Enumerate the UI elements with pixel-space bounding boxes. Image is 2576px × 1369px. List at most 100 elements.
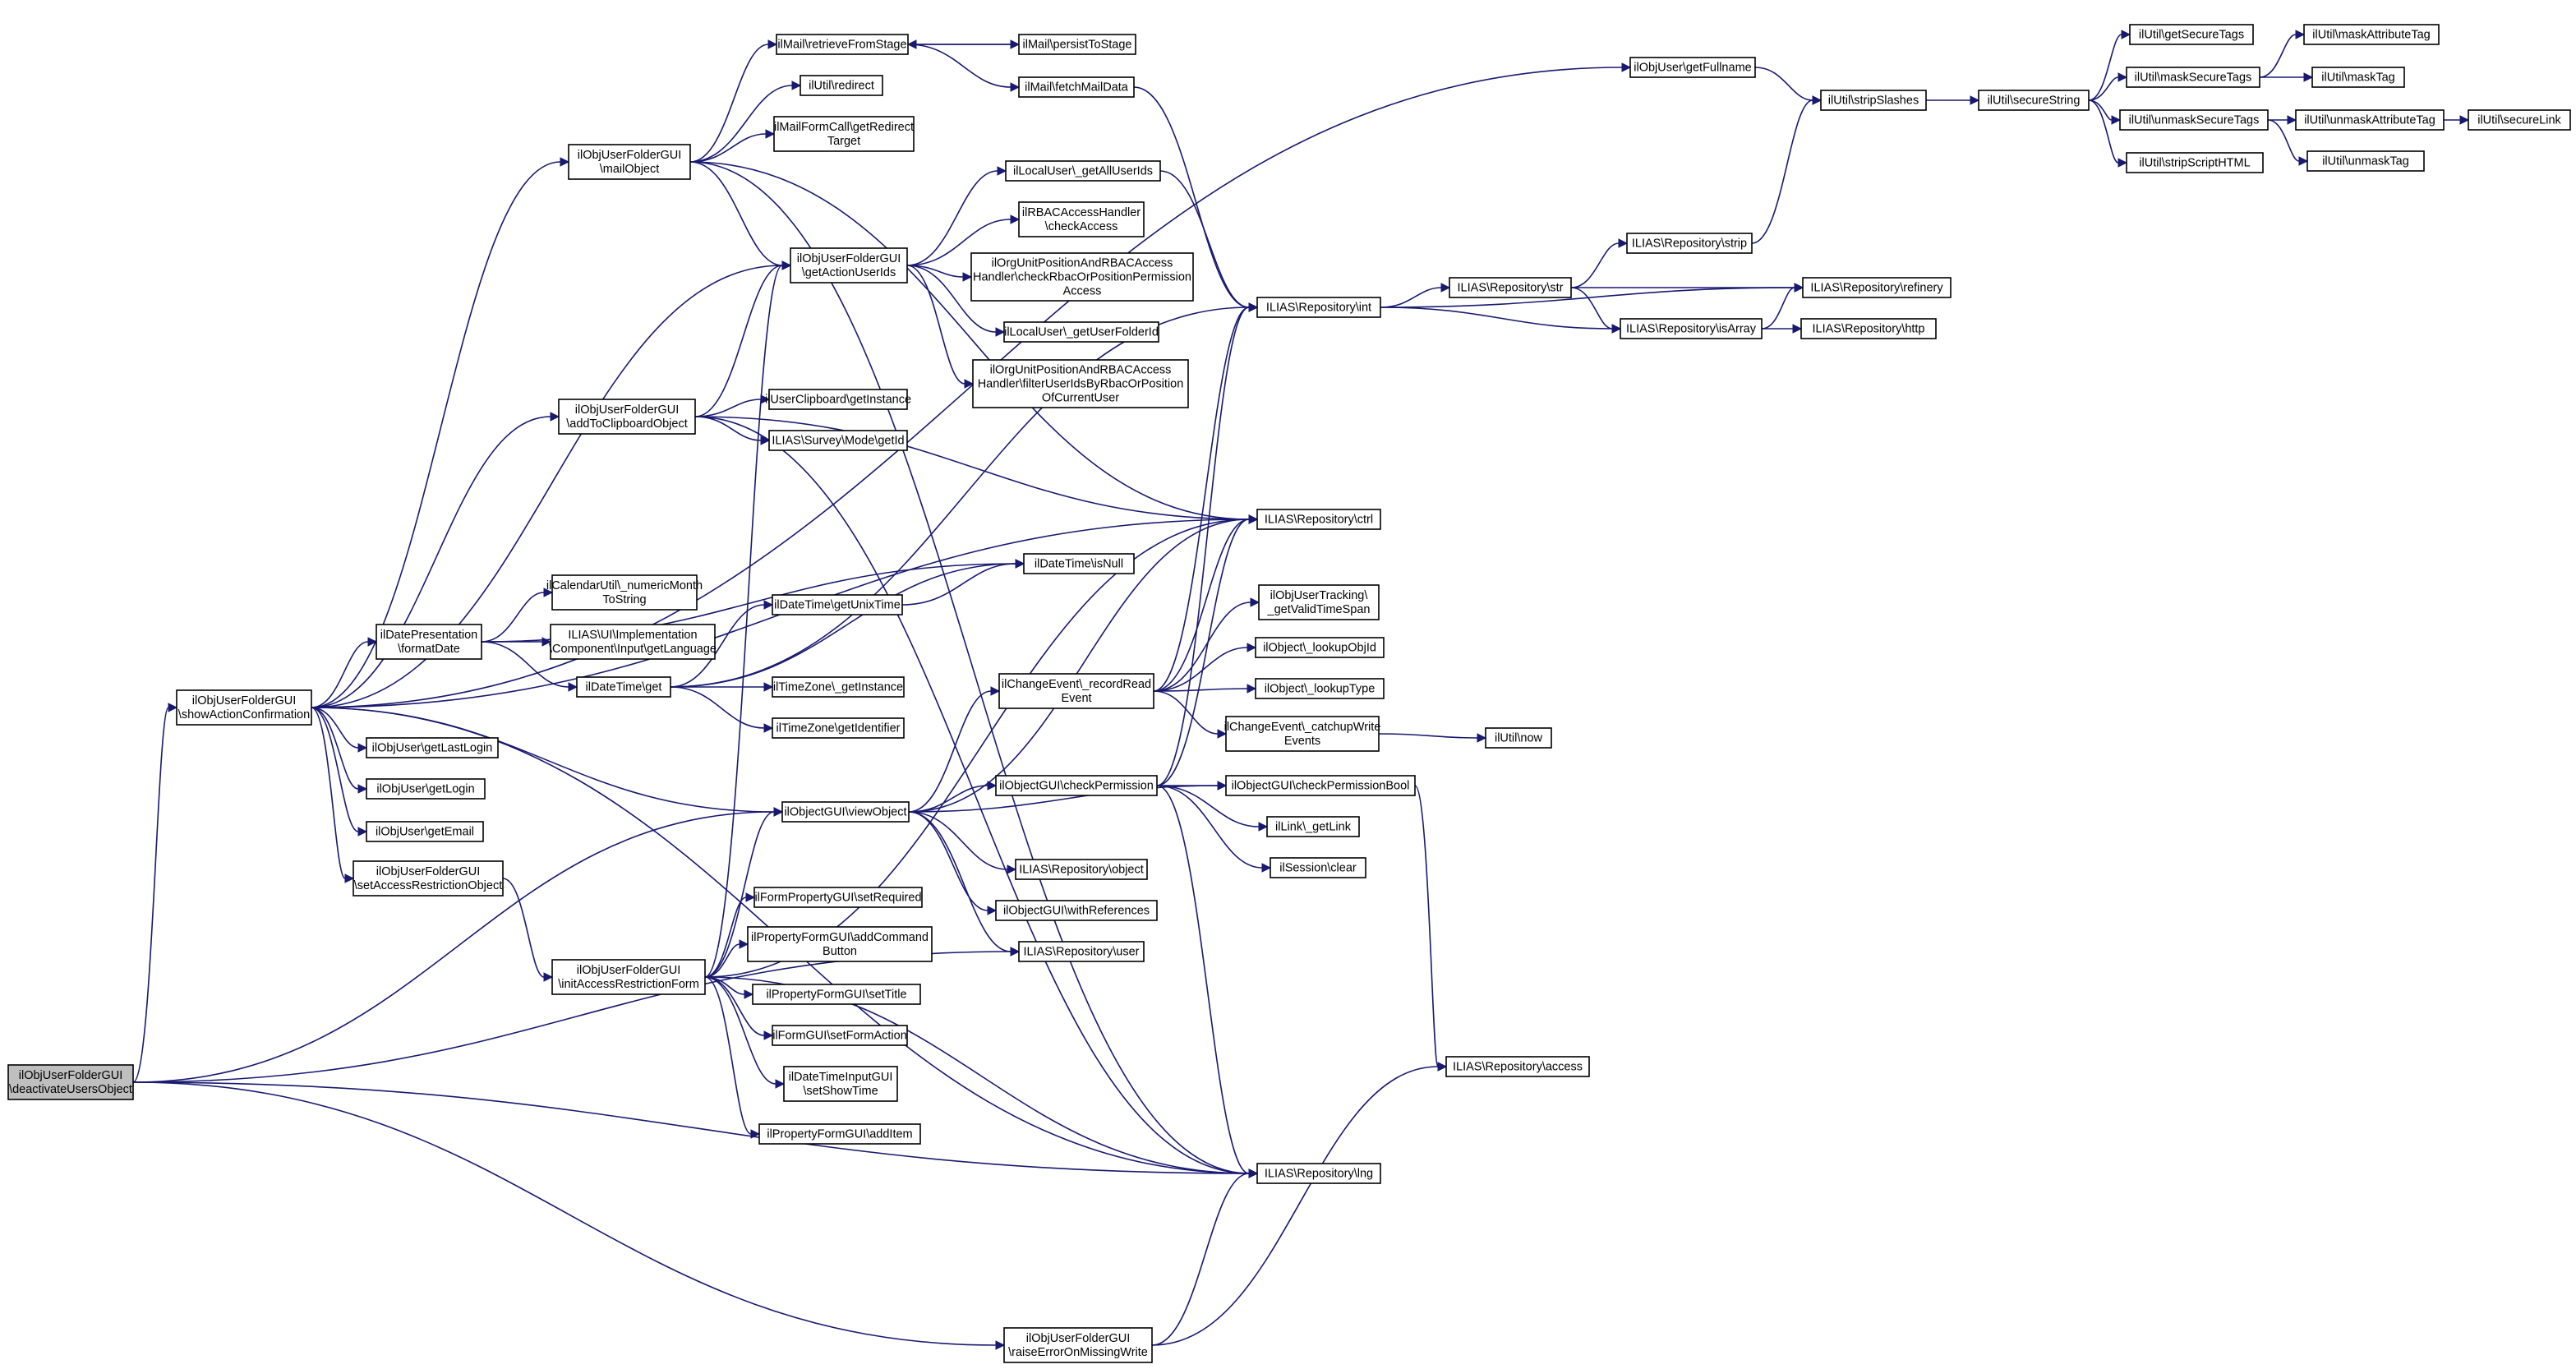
graph-node-mask-secure-tags[interactable]: ilUtil\maskSecureTags [2126,67,2260,88]
graph-node-show-action[interactable]: ilObjUserFolderGUI\showActionConfirmatio… [176,689,312,726]
graph-node-set-required[interactable]: ilFormPropertyGUI\setRequired [753,887,923,908]
graph-node-repo-user[interactable]: ILIAS\Repository\user [1018,941,1145,962]
graph-node-tz-get-identifier[interactable]: ilTimeZone\getIdentifier [772,717,905,739]
graph-node-get-language[interactable]: ILIAS\UI\Implementation\Component\Input\… [549,624,717,660]
graph-node-get-email[interactable]: ilObjUser\getEmail [366,821,484,842]
graph-node-util-now[interactable]: ilUtil\now [1485,727,1552,749]
graph-node-with-references[interactable]: ilObjectGUI\withReferences [995,900,1158,921]
graph-node-get-action-user-ids[interactable]: ilObjUserFolderGUI\getActionUserIds [790,247,908,283]
graph-node-redirect[interactable]: ilUtil\redirect [800,75,883,96]
edge-line [689,85,793,163]
graph-node-repo-object[interactable]: ILIAS\Repository\object [1015,859,1148,880]
graph-node-get-secure-tags[interactable]: ilUtil\getSecureTags [2129,24,2254,45]
graph-node-mask-tag[interactable]: ilUtil\maskTag [2311,67,2405,88]
node-box [972,359,1189,408]
graph-node-persist-to-stage[interactable]: ilMail\persistToStage [1018,34,1136,55]
edge-arrowhead [995,1340,1006,1350]
graph-node-unmask-attribute-tag[interactable]: ilUtil\unmaskAttributeTag [2295,109,2445,131]
graph-node-get-login[interactable]: ilObjUser\getLogin [366,778,486,800]
graph-node-unmask-secure-tags[interactable]: ilUtil\unmaskSecureTags [2119,109,2269,131]
graph-node-unmask-tag[interactable]: ilUtil\unmaskTag [2306,150,2425,172]
graph-node-check-permission-bool[interactable]: ilObjectGUI\checkPermissionBool [1225,775,1416,796]
graph-node-clip-get-instance[interactable]: ilUserClipboard\getInstance [765,389,911,410]
node-label: ilUtil\stripScriptHTML [2139,157,2250,170]
edge-arrowhead [541,637,552,647]
node-label: ILIAS\Repository\strip [1632,237,1747,251]
graph-node-repo-is-array[interactable]: ILIAS\Repository\isArray [1620,318,1763,339]
graph-node-deactivate[interactable]: ilObjUserFolderGUI\deactivateUsersObject [7,1064,134,1100]
call-edge [2268,115,2297,125]
graph-node-set-title[interactable]: ilPropertyFormGUI\setTitle [752,984,921,1005]
call-edge [1153,597,1260,692]
edge-line [906,265,965,385]
graph-node-is-null[interactable]: ilDateTime\isNull [1023,553,1135,574]
call-edge [132,1081,1259,1178]
graph-node-get-valid-time-span[interactable]: ilObjUserTracking\_getValidTimeSpan [1258,584,1380,620]
edge-line [311,707,359,749]
graph-node-repo-strip[interactable]: ILIAS\Repository\strip [1626,233,1753,254]
graph-node-add-item[interactable]: ilPropertyFormGUI\addItem [758,1123,921,1145]
graph-node-session-clear[interactable]: ilSession\clear [1270,857,1366,878]
graph-node-get-unix-time[interactable]: ilDateTime\getUnixTime [772,594,903,615]
graph-node-repo-refinery[interactable]: ILIAS\Repository\refinery [1802,277,1952,298]
edge-arrowhead [997,166,1007,176]
node-label: ilObjUser\getLastLogin [372,742,493,755]
graph-node-repo-ctrl[interactable]: ILIAS\Repository\ctrl [1256,509,1381,530]
node-box [1003,1327,1153,1363]
graph-node-set-access[interactable]: ilObjUserFolderGUI\setAccessRestrictionO… [353,860,504,897]
graph-node-secure-string[interactable]: ilUtil\secureString [1978,90,2090,111]
graph-node-fetch-mail-data[interactable]: ilMail\fetchMailData [1018,76,1135,98]
graph-node-date-get[interactable]: ilDateTime\get [576,676,671,698]
graph-node-check-rbac-or-pos[interactable]: ilOrgUnitPositionAndRBACAccessHandler\ch… [970,252,1194,302]
node-label: Event [1061,692,1091,705]
graph-node-init-access[interactable]: ilObjUserFolderGUI\initAccessRestriction… [551,959,706,995]
graph-node-tz-get-instance[interactable]: ilTimeZone\_getInstance [772,676,905,698]
call-edge [1751,95,1823,244]
graph-node-repo-str[interactable]: ILIAS\Repository\str [1449,277,1572,298]
graph-node-repo-lng[interactable]: ILIAS\Repository\lng [1256,1163,1381,1184]
graph-node-get-fullname[interactable]: ilObjUser\getFullname [1629,57,1756,78]
graph-node-get-last-login[interactable]: ilObjUser\getLastLogin [366,737,499,758]
graph-node-survey-get-id[interactable]: ILIAS\Survey\Mode\getId [768,430,908,451]
node-label: ilMail\persistToStage [1023,39,1132,52]
graph-node-add-clip[interactable]: ilObjUserFolderGUI\addToClipboardObject [558,399,696,435]
node-box [1018,34,1136,55]
graph-node-strip-slashes[interactable]: ilUtil\stripSlashes [1820,90,1927,111]
call-edge [906,39,1019,49]
graph-node-get-user-folder-id[interactable]: ilLocalUser\_getUserFolderId [1003,321,1159,343]
edge-arrowhead [560,157,570,167]
graph-node-set-show-time[interactable]: ilDateTimeInputGUI\setShowTime [783,1066,898,1102]
edge-arrowhead [995,327,1006,337]
graph-node-retrieve-from-stage[interactable]: ilMail\retrieveFromStage [776,34,909,55]
call-edge [1151,1168,1259,1346]
node-box [772,676,905,698]
graph-node-check-permission[interactable]: ilObjectGUI\checkPermission [995,775,1158,796]
graph-node-view-object[interactable]: ilObjectGUI\viewObject [781,801,910,823]
graph-node-get-all-user-ids[interactable]: ilLocalUser\_getAllUserIds [1005,160,1161,182]
edge-line [1380,307,1613,330]
node-label: \checkAccess [1045,220,1118,233]
graph-node-lookup-type[interactable]: ilObject\_lookupType [1255,678,1385,699]
graph-node-mail-object[interactable]: ilObjUserFolderGUI\mailObject [568,144,691,180]
graph-node-secure-link[interactable]: ilUtil\secureLink [2468,109,2571,131]
graph-node-lookup-obj-id[interactable]: ilObject\_lookupObjId [1255,637,1385,658]
graph-node-repo-access[interactable]: ILIAS\Repository\access [1445,1056,1590,1077]
graph-node-get-link[interactable]: ilLink\_getLink [1266,816,1360,837]
graph-node-strip-script-h-t-m-l[interactable]: ilUtil\stripScriptHTML [2126,152,2264,173]
graph-node-mask-attribute-tag[interactable]: ilUtil\maskAttributeTag [2303,24,2440,45]
edge-arrowhead [2295,30,2306,39]
graph-node-check-access[interactable]: ilRBACAccessHandler\checkAccess [1018,201,1145,237]
node-box [768,389,908,410]
graph-node-repo-http[interactable]: ILIAS\Repository\http [1800,318,1937,339]
graph-node-set-form-action[interactable]: ilFormGUI\setFormAction [772,1025,908,1046]
graph-node-filter-user-ids[interactable]: ilOrgUnitPositionAndRBACAccessHandler\fi… [972,359,1189,408]
graph-node-raise-error[interactable]: ilObjUserFolderGUI\raiseErrorOnMissingWr… [1003,1327,1153,1363]
graph-node-repo-int[interactable]: ILIAS\Repository\int [1256,297,1381,318]
graph-node-format-date[interactable]: ilDatePresentation\formatDate [376,624,482,660]
